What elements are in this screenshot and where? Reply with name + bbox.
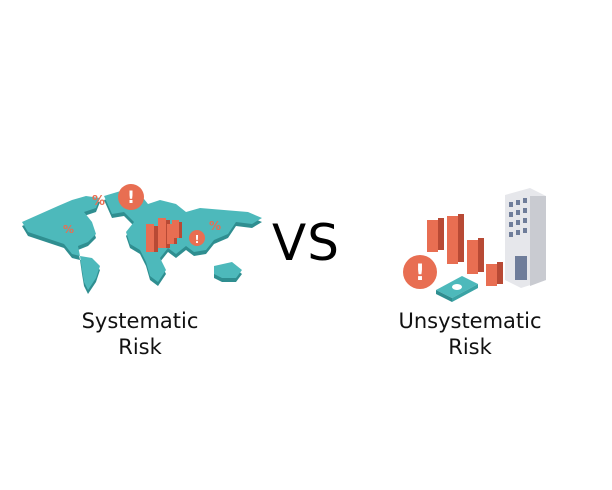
percent-icon: % [92, 194, 105, 209]
vs-label: VS [272, 214, 340, 272]
svg-text:!: ! [127, 188, 135, 208]
svg-text:!: ! [194, 233, 199, 246]
systematic-title-line1: Systematic [81, 309, 199, 333]
alert-circle-icon: ! [118, 184, 144, 210]
unsystematic-title-line2: Risk [448, 335, 492, 359]
unsystematic-title-line1: Unsystematic [398, 309, 542, 333]
systematic-title-line2: Risk [118, 335, 162, 359]
percent-icon: % [63, 223, 74, 236]
alert-circle-icon: ! [189, 230, 205, 246]
svg-text:!: ! [415, 261, 425, 286]
alert-circle-icon: ! [403, 255, 437, 289]
bar-chart-icon [427, 214, 503, 286]
unsystematic-risk-label: Unsystematic Risk [380, 308, 560, 360]
world-map-icon [22, 190, 262, 294]
money-bill-icon [436, 276, 478, 302]
bar-chart-icon [146, 218, 182, 252]
systematic-risk-label: Systematic Risk [60, 308, 220, 360]
office-building-icon [505, 188, 546, 288]
percent-icon: % [209, 219, 221, 233]
